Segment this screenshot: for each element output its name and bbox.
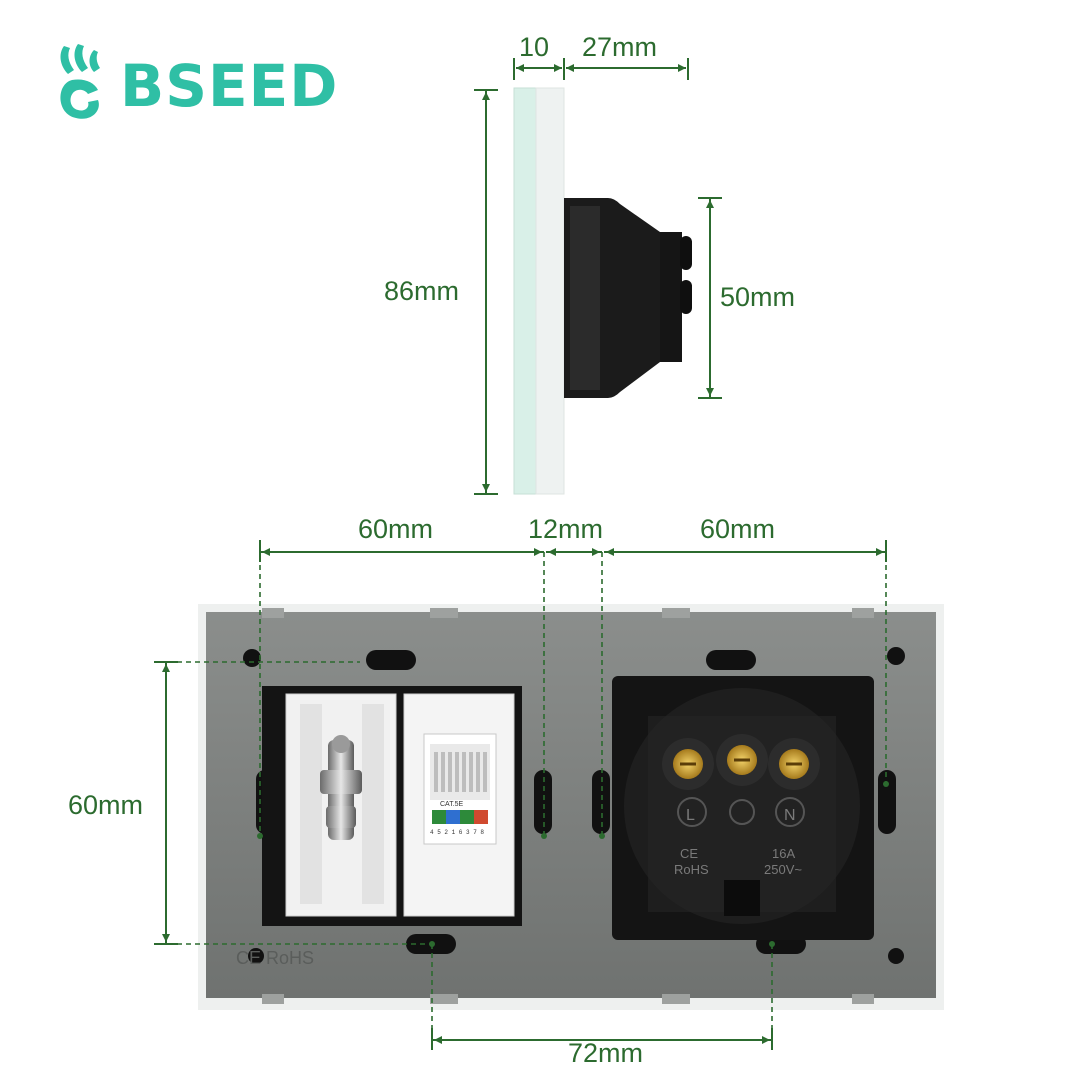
socket-label-current: 16A xyxy=(772,846,795,861)
brand-name: BSEED xyxy=(120,52,339,120)
dim-right-module-width: 60mm xyxy=(700,514,776,544)
side-dimension-lines xyxy=(474,58,722,495)
front-dashed-guides xyxy=(168,552,887,1040)
plate-ce-rohs-label: CE RoHS xyxy=(236,948,314,968)
socket-label-l: L xyxy=(686,807,695,824)
dim-plate-thickness: 10 xyxy=(519,32,550,62)
tv-coax-jack-icon xyxy=(320,735,362,840)
dim-left-module-width: 60mm xyxy=(358,514,434,544)
side-module-terminal xyxy=(660,232,682,362)
socket-label-ce: CE xyxy=(680,846,698,861)
socket-label-rohs: RoHS xyxy=(674,862,709,877)
side-dimension-arrows xyxy=(482,64,714,492)
side-glass-panel xyxy=(513,87,537,495)
rj45-jack-icon xyxy=(423,733,497,845)
brand-logo: BSEED xyxy=(54,40,337,130)
dim-gap: 12mm xyxy=(528,514,604,544)
front-dimension-arrows xyxy=(162,548,889,1044)
schuko-socket-icon xyxy=(624,688,860,924)
dim-module-depth: 27mm xyxy=(582,32,658,62)
dim-module-height: 50mm xyxy=(720,282,796,312)
socket-label-voltage: 250V~ xyxy=(764,862,802,877)
front-view: CE RoHS xyxy=(198,604,944,1010)
rj45-cat-label: CAT.5E xyxy=(440,801,464,808)
dim-front-module-height: 60mm xyxy=(68,790,144,820)
bunny-ears-logo-icon xyxy=(60,44,100,119)
side-view xyxy=(513,87,692,495)
rj45-pin-label: 4 5 2 1 6 3 7 8 xyxy=(430,829,484,836)
socket-label-n: N xyxy=(784,807,796,824)
dim-plate-height: 86mm xyxy=(384,276,460,306)
side-back-frame xyxy=(535,87,565,495)
dim-mount-spacing: 72mm xyxy=(568,1038,644,1068)
